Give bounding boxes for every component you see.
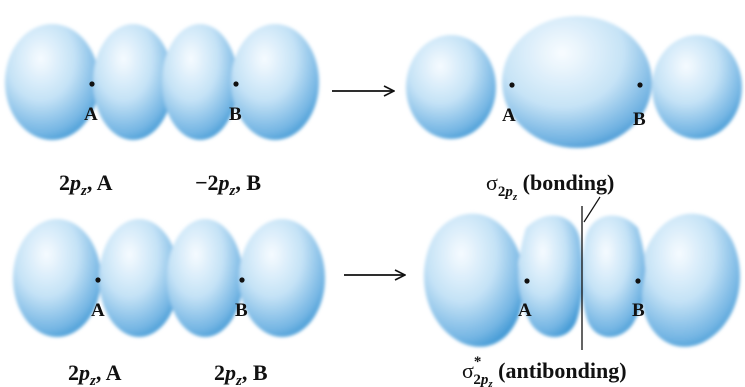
antibonding-point-b-label: B [632, 300, 645, 321]
bottom-point-b-label: B [235, 300, 248, 321]
bonding-left-lobe [406, 35, 496, 139]
antibonding-nucleus-b-dot [635, 278, 640, 283]
top-nucleus-b-dot [233, 81, 238, 86]
antibonding-nucleus-a-dot [524, 278, 529, 283]
top-left-orbitals [5, 24, 319, 140]
top-orbital-b-right-lobe [231, 24, 319, 140]
bonding-center-lobe [502, 16, 652, 148]
bonding-nucleus-b-dot [637, 82, 642, 87]
sigma-bonding-caption: σ2pz (bonding) [486, 170, 614, 203]
bottom-point-a-label: A [91, 300, 105, 321]
bonding-right-lobe [652, 35, 742, 139]
sigma-bonding-orbital [406, 16, 742, 148]
bonding-nucleus-a-dot [509, 82, 514, 87]
sigma-antibonding-caption: σ*2pz (antibonding) [462, 354, 627, 387]
bottom-nucleus-b-dot [239, 277, 244, 282]
top-left-caption: 2pz, A [59, 170, 113, 199]
bottom-orbital-b-right-lobe [239, 219, 325, 337]
top-point-a-label: A [84, 104, 98, 125]
bottom-middle-caption: 2pz, B [214, 360, 268, 387]
top-nucleus-a-dot [89, 81, 94, 86]
antibonding-outer-right-lobe [642, 214, 740, 347]
bonding-point-a-label: A [502, 105, 516, 126]
top-middle-caption: −2pz, B [195, 170, 261, 199]
bottom-orbital-a-left-lobe [13, 219, 101, 337]
antibonding-outer-left-lobe [424, 214, 522, 347]
bottom-left-caption: 2pz, A [68, 360, 122, 387]
top-orbital-a-right-lobe [93, 24, 173, 140]
top-orbital-b-left-lobe [162, 24, 238, 140]
top-point-b-label: B [229, 104, 242, 125]
antibonding-point-a-label: A [518, 300, 532, 321]
nodal-plane-pointer [584, 197, 600, 222]
bottom-nucleus-a-dot [95, 277, 100, 282]
bottom-left-orbitals [13, 219, 325, 337]
bonding-point-b-label: B [633, 109, 646, 130]
bottom-orbital-b-left-lobe [167, 219, 243, 337]
